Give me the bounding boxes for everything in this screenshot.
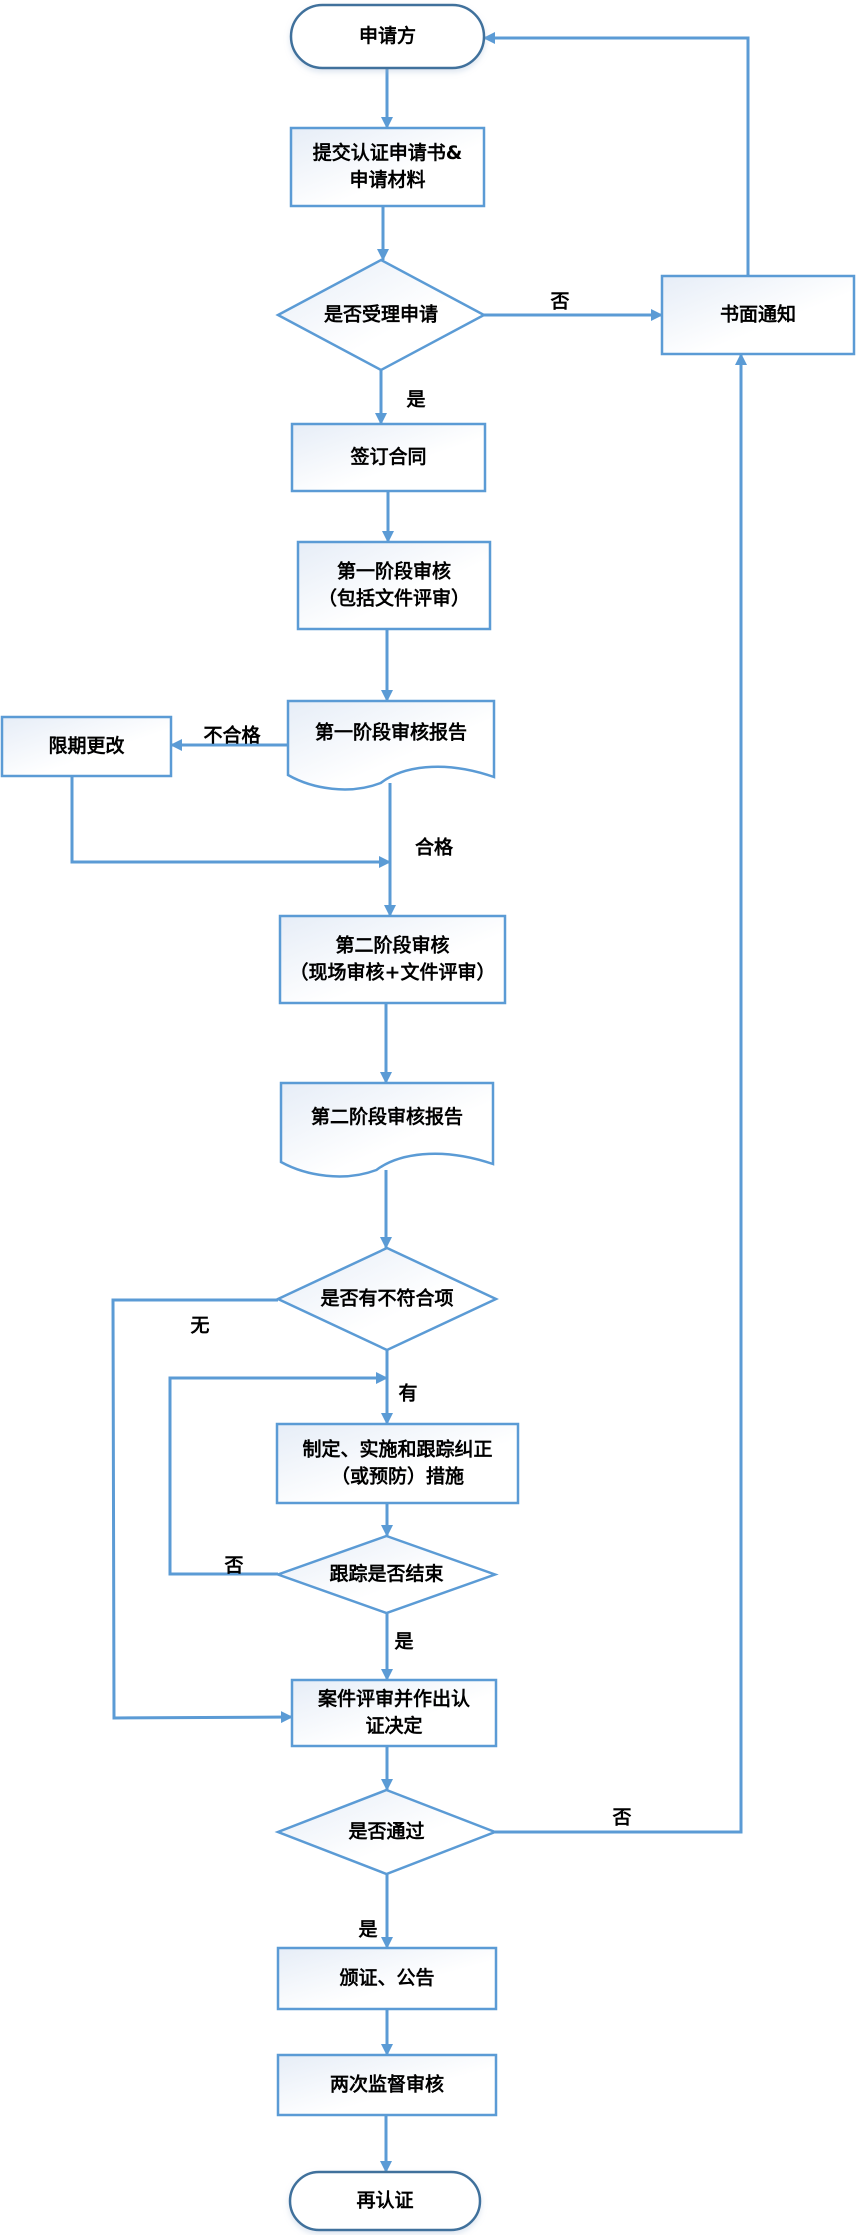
edge-tracking-decision-to-corrective-action	[168, 1372, 388, 1576]
node-tracking-decision: 跟踪是否结束	[274, 1534, 499, 1615]
node-label: 是否有不符合项	[320, 1287, 453, 1310]
node-certificate: 颁证、公告	[276, 1946, 498, 2011]
edge-label: 否	[549, 291, 569, 313]
node-written-notice: 书面通知	[660, 274, 856, 356]
node-label: 提交认证申请书&	[313, 141, 463, 164]
edges-layer	[70, 32, 750, 2173]
node-corrective-action: 制定、实施和跟踪纠正 （或预防）措施	[275, 1422, 520, 1505]
node-surveillance: 两次监督审核	[276, 2053, 498, 2117]
edge-written-notice-to-applicant	[483, 32, 750, 276]
node-accept-decision: 是否受理申请	[275, 258, 487, 372]
node-applicant: 申请方	[289, 3, 486, 70]
node-label: （现场审核+文件评审）	[290, 961, 496, 984]
node-shape-process	[278, 914, 507, 1005]
node-shape-decision	[275, 1246, 499, 1352]
node-label: 第一阶段审核报告	[315, 721, 467, 744]
node-label: 第一阶段审核	[337, 560, 451, 583]
node-nonconformity-decision: 是否有不符合项	[275, 1246, 499, 1352]
edge-label: 是	[358, 1919, 377, 1941]
node-shape-process	[0, 715, 173, 778]
edge-label: 否	[223, 1555, 243, 1577]
node-shape-process	[296, 540, 492, 631]
edge-label: 无	[190, 1315, 209, 1337]
node-shape-decision	[274, 1788, 499, 1876]
node-label: 限期更改	[48, 734, 125, 757]
node-label: 申请材料	[349, 168, 425, 191]
node-shape-process	[276, 2053, 498, 2117]
edge-label: 是	[394, 1631, 413, 1653]
node-label: 是否通过	[348, 1821, 424, 1843]
node-sign-contract: 签订合同	[290, 422, 487, 493]
edge-label: 是	[406, 389, 425, 411]
edge-pass-decision-to-written-notice	[495, 353, 747, 1834]
node-shape-process	[276, 1946, 498, 2011]
node-stage1-audit: 第一阶段审核 （包括文件评审）	[296, 540, 492, 631]
node-label: （包括文件评审）	[318, 587, 470, 610]
node-label: 颁证、公告	[339, 1966, 434, 1989]
node-label: 证决定	[365, 1714, 422, 1737]
node-label: 跟踪是否结束	[329, 1562, 444, 1585]
node-label: 签订合同	[349, 445, 426, 468]
edge-label: 合格	[415, 836, 454, 859]
edge-label: 有	[398, 1382, 417, 1405]
node-shape-document	[286, 699, 496, 791]
node-shape-terminator	[288, 2170, 482, 2232]
node-label: 案件评审并作出认	[317, 1687, 470, 1710]
node-shape-process	[660, 274, 856, 356]
node-label: 申请方	[359, 24, 416, 47]
node-label: 第二阶段审核	[335, 934, 449, 957]
node-shape-process	[289, 126, 486, 208]
node-stage2-audit: 第二阶段审核 （现场审核+文件评审）	[278, 914, 507, 1005]
node-label: 制定、实施和跟踪纠正	[302, 1438, 492, 1461]
edge-rectify-to-stage2-audit	[70, 776, 391, 868]
node-shape-document	[279, 1081, 495, 1178]
node-shape-terminator	[289, 3, 486, 70]
node-label: 再认证	[356, 2189, 413, 2212]
edge-nonconformity-decision-to-case-review	[111, 1298, 293, 1724]
node-shape-decision	[275, 258, 487, 372]
node-shape-process	[290, 422, 487, 493]
node-stage1-report: 第一阶段审核报告	[286, 699, 496, 791]
node-label: 第二阶段审核报告	[311, 1105, 463, 1128]
node-stage2-report: 第二阶段审核报告	[279, 1081, 495, 1178]
node-label: 书面通知	[720, 303, 796, 326]
edge-label: 否	[611, 1807, 631, 1829]
node-shape-decision	[274, 1534, 499, 1615]
node-rectify: 限期更改	[0, 715, 173, 778]
edge-label: 不合格	[203, 724, 261, 747]
node-recertification: 再认证	[288, 2170, 482, 2232]
node-label: 两次监督审核	[330, 2073, 444, 2096]
node-label: 是否受理申请	[324, 303, 438, 326]
node-shape-process	[290, 1678, 498, 1748]
node-label: （或预防）措施	[331, 1465, 464, 1488]
node-submit: 提交认证申请书&申请材料	[289, 126, 486, 208]
node-pass-decision: 是否通过	[274, 1788, 499, 1876]
node-shape-process	[275, 1422, 520, 1505]
